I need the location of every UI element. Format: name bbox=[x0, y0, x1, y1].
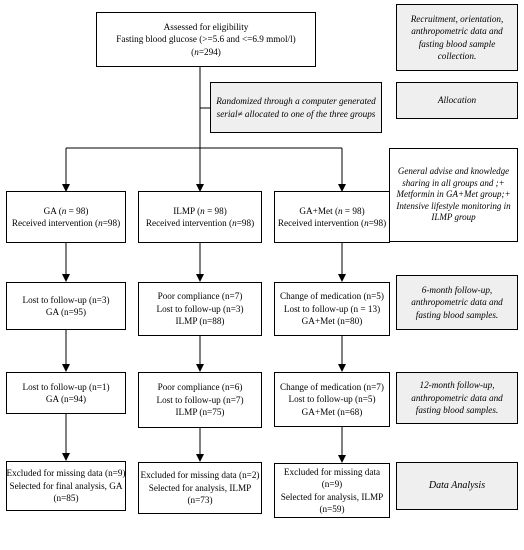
m6-ilmp-line1: Poor compliance (n=7) bbox=[157, 291, 243, 302]
m12-box-gamet: Change of medication (n=7) Lost to follo… bbox=[274, 372, 390, 427]
m6-gamet-line3: GA+Met (n=80) bbox=[301, 316, 363, 327]
eligibility-count: (n=294) bbox=[191, 46, 221, 57]
final-box-ilmp: Excluded for missing data (n=2) Selected… bbox=[138, 462, 262, 514]
final-ilmp-line3: (n=73) bbox=[187, 495, 213, 506]
m6-ilmp-line3: ILMP (n=88) bbox=[175, 316, 225, 327]
m6-ilmp-line2: Lost to follow-up (n=3) bbox=[156, 303, 244, 314]
m12-box-ilmp: Poor compliance (n=6) Lost to follow-up … bbox=[138, 372, 262, 428]
month12-note: 12-month follow-up, anthropometric data … bbox=[396, 372, 518, 424]
group-name-ga: GA (n = 98) bbox=[43, 205, 89, 216]
m12-gamet-line3: GA+Met (n=68) bbox=[301, 406, 363, 417]
received-ga: Received intervention (n=98) bbox=[11, 218, 121, 228]
received-ilmp: Received intervention (n=98) bbox=[145, 218, 255, 228]
month6-note: 6-month follow-up, anthropometric data a… bbox=[396, 275, 518, 330]
recruitment-note: Recruitment, orientation, anthropometric… bbox=[396, 4, 518, 71]
m12-gamet-line2: Lost to follow-up (n=5) bbox=[288, 394, 376, 405]
m6-box-gamet: Change of medication (n=5) Lost to follo… bbox=[274, 282, 390, 336]
group-box-ga: GA (n = 98) Received intervention (n=98) bbox=[6, 191, 126, 243]
m6-gamet-line1: Change of medication (n=5) bbox=[280, 291, 384, 302]
group-name-gamet: GA+Met (n = 98) bbox=[299, 205, 365, 216]
final-box-gamet: Excluded for missing data (n=9) Selected… bbox=[274, 463, 390, 518]
m12-ilmp-line3: ILMP (n=75) bbox=[175, 407, 225, 418]
m12-box-ga: Lost to follow-up (n=1) GA (n=94) bbox=[6, 372, 126, 414]
m12-gamet-line1: Change of medication (n=7) bbox=[280, 381, 384, 392]
final-ilmp-line1: Excluded for missing data (n=2) bbox=[140, 470, 260, 481]
allocation-note: Allocation bbox=[396, 82, 518, 119]
recruitment-text: Recruitment, orientation, anthropometric… bbox=[410, 13, 504, 62]
m6-ga-line1: Lost to follow-up (n=3) bbox=[22, 294, 110, 305]
randomized-text: Randomized through a computer generated … bbox=[216, 96, 376, 119]
final-gamet-line3: Selected for analysis, ILMP bbox=[280, 491, 384, 502]
m6-ga-line2: GA (n=95) bbox=[45, 307, 87, 317]
group-box-gamet: GA+Met (n = 98) Received intervention (n… bbox=[274, 191, 390, 243]
m6-gamet-line2: Lost to follow-up (n = 13) bbox=[283, 303, 381, 314]
m12-ga-line2: GA (n=94) bbox=[45, 394, 87, 404]
final-ilmp-line2: Selected for analysis, ILMP bbox=[148, 482, 252, 493]
group-box-ilmp: ILMP (n = 98) Received intervention (n=9… bbox=[138, 191, 262, 243]
month12-text: 12-month follow-up, anthropometric data … bbox=[411, 380, 503, 416]
received-gamet: Received intervention (n=98) bbox=[277, 218, 387, 228]
eligibility-box: Assessed for eligibility Fasting blood g… bbox=[96, 12, 316, 67]
m12-ilmp-line1: Poor compliance (n=6) bbox=[157, 382, 243, 393]
m6-box-ilmp: Poor compliance (n=7) Lost to follow-up … bbox=[138, 282, 262, 336]
intervention-note: General advise and knowledge sharing in … bbox=[389, 148, 518, 242]
m12-ilmp-line2: Lost to follow-up (n=7) bbox=[156, 394, 244, 405]
intervention-text: General advise and knowledge sharing in … bbox=[396, 166, 511, 223]
m12-ga-line1: Lost to follow-up (n=1) bbox=[22, 381, 110, 392]
analysis-text: Data Analysis bbox=[428, 479, 486, 491]
analysis-note: Data Analysis bbox=[396, 462, 518, 510]
randomized-box: Randomized through a computer generated … bbox=[210, 82, 382, 133]
allocation-text: Allocation bbox=[437, 95, 477, 106]
final-ga-line1: Excluded for missing data (n=9) bbox=[6, 468, 126, 479]
final-gamet-line1: Excluded for missing data bbox=[283, 466, 381, 477]
final-gamet-line4: (n=59) bbox=[319, 504, 345, 514]
final-box-ga: Excluded for missing data (n=9) Selected… bbox=[6, 461, 126, 511]
final-gamet-line2: (n=9) bbox=[321, 479, 343, 489]
eligibility-criteria: Fasting blood glucose (>=5.6 and <=6.9 m… bbox=[116, 34, 296, 45]
group-name-ilmp: ILMP (n = 98) bbox=[173, 205, 227, 216]
eligibility-title: Assessed for eligibility bbox=[163, 21, 249, 32]
final-ga-line2: Selected for final analysis, GA bbox=[9, 480, 123, 491]
final-ga-line3: (n=85) bbox=[53, 493, 79, 504]
month6-text: 6-month follow-up, anthropometric data a… bbox=[411, 284, 503, 320]
m6-box-ga: Lost to follow-up (n=3) GA (n=95) bbox=[6, 282, 126, 330]
